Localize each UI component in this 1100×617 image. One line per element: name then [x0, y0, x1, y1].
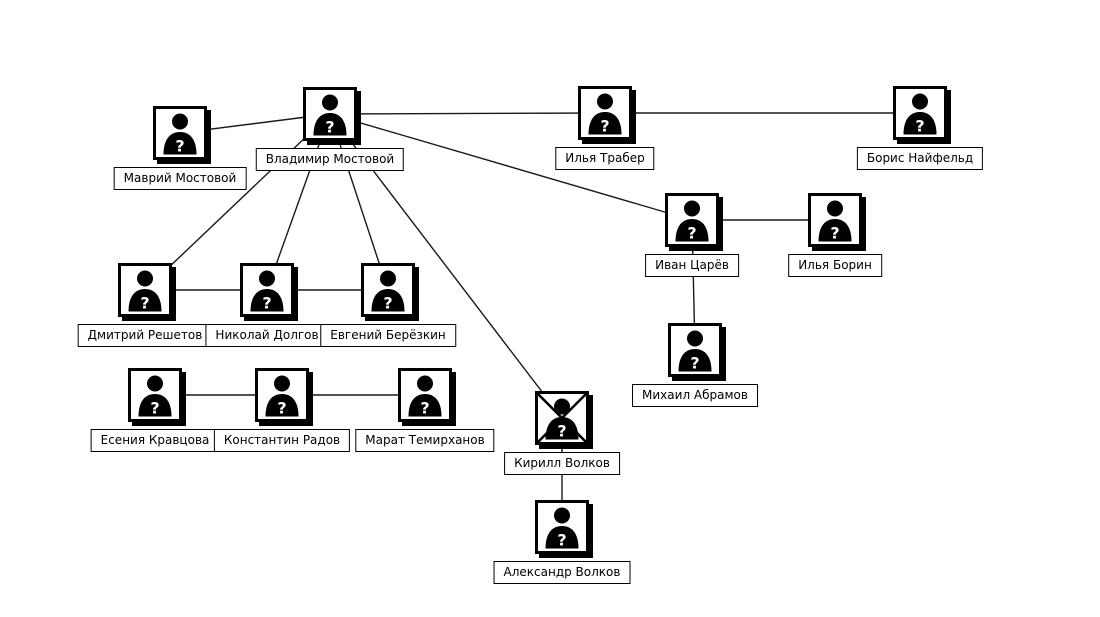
svg-text:?: ? — [600, 117, 609, 136]
svg-text:?: ? — [915, 117, 924, 136]
person-name-label-kirill-volkov[interactable]: Кирилл Волков — [504, 452, 620, 475]
person-silhouette-icon: ? — [675, 200, 709, 243]
svg-text:?: ? — [690, 354, 699, 373]
person-silhouette-icon: ? — [371, 270, 405, 313]
person-silhouette-icon: ? — [545, 507, 579, 550]
person-silhouette-icon: ? — [678, 330, 712, 373]
svg-text:?: ? — [383, 294, 392, 313]
person-name-label-dmitriy-reshetov[interactable]: Дмитрий Решетов — [77, 324, 213, 347]
person-icon-eseniya-kravtsova[interactable]: ? — [128, 368, 182, 422]
person-name-label-konstantin-radov[interactable]: Константин Радов — [213, 429, 351, 452]
svg-text:?: ? — [175, 137, 184, 156]
svg-text:?: ? — [557, 531, 566, 550]
person-name-label-mavriy-mostovoy[interactable]: Маврий Мостовой — [113, 167, 247, 190]
relationship-line — [266, 113, 331, 291]
svg-text:?: ? — [687, 224, 696, 243]
person-silhouette-icon: ? — [545, 398, 579, 441]
relationship-line — [329, 113, 693, 221]
person-silhouette-icon: ? — [408, 375, 442, 418]
svg-text:?: ? — [150, 399, 159, 418]
person-silhouette-icon: ? — [588, 93, 622, 136]
svg-text:?: ? — [325, 118, 334, 137]
person-name-label-vladimir-mostovoy[interactable]: Владимир Мостовой — [255, 148, 405, 171]
person-icon-vladimir-mostovoy[interactable]: ? — [303, 87, 357, 141]
person-icon-nikolay-dolgov[interactable]: ? — [240, 263, 294, 317]
svg-text:?: ? — [277, 399, 286, 418]
person-icon-konstantin-radov[interactable]: ? — [255, 368, 309, 422]
relationship-line — [329, 112, 606, 115]
person-icon-kirill-volkov[interactable]: ? — [535, 391, 589, 445]
person-silhouette-icon: ? — [903, 93, 937, 136]
person-silhouette-icon: ? — [265, 375, 299, 418]
person-name-label-nikolay-dolgov[interactable]: Николай Долгов — [205, 324, 329, 347]
svg-text:?: ? — [557, 422, 566, 441]
person-icon-ilya-traber[interactable]: ? — [578, 86, 632, 140]
person-icon-evgeniy-berezkin[interactable]: ? — [361, 263, 415, 317]
person-icon-boris-nayfeld[interactable]: ? — [893, 86, 947, 140]
svg-text:?: ? — [140, 294, 149, 313]
person-icon-mavriy-mostovoy[interactable]: ? — [153, 106, 207, 160]
person-name-label-mikhail-abramov[interactable]: Михаил Абрамов — [632, 384, 758, 407]
person-silhouette-icon: ? — [818, 200, 852, 243]
person-silhouette-icon: ? — [250, 270, 284, 313]
person-silhouette-icon: ? — [313, 94, 347, 137]
person-icon-ilya-borin[interactable]: ? — [808, 193, 862, 247]
person-silhouette-icon: ? — [163, 113, 197, 156]
person-name-label-marat-temirkhanov[interactable]: Марат Темирханов — [355, 429, 495, 452]
relationship-line — [329, 113, 389, 291]
svg-text:?: ? — [262, 294, 271, 313]
person-name-label-evgeniy-berezkin[interactable]: Евгений Берёзкин — [320, 324, 456, 347]
person-icon-dmitriy-reshetov[interactable]: ? — [118, 263, 172, 317]
person-name-label-ilya-borin[interactable]: Илья Борин — [788, 254, 882, 277]
person-silhouette-icon: ? — [138, 375, 172, 418]
person-icon-ivan-tsarev[interactable]: ? — [665, 193, 719, 247]
svg-text:?: ? — [830, 224, 839, 243]
person-icon-marat-temirkhanov[interactable]: ? — [398, 368, 452, 422]
person-name-label-boris-nayfeld[interactable]: Борис Найфельд — [856, 147, 984, 170]
svg-text:?: ? — [420, 399, 429, 418]
person-icon-mikhail-abramov[interactable]: ? — [668, 323, 722, 377]
person-silhouette-icon: ? — [128, 270, 162, 313]
person-name-label-ivan-tsarev[interactable]: Иван Царёв — [645, 254, 739, 277]
person-name-label-eseniya-kravtsova[interactable]: Есения Кравцова — [90, 429, 220, 452]
person-name-label-aleksandr-volkov[interactable]: Александр Волков — [493, 561, 631, 584]
person-name-label-ilya-traber[interactable]: Илья Трабер — [555, 147, 655, 170]
relationship-line — [144, 113, 331, 291]
person-icon-aleksandr-volkov[interactable]: ? — [535, 500, 589, 554]
